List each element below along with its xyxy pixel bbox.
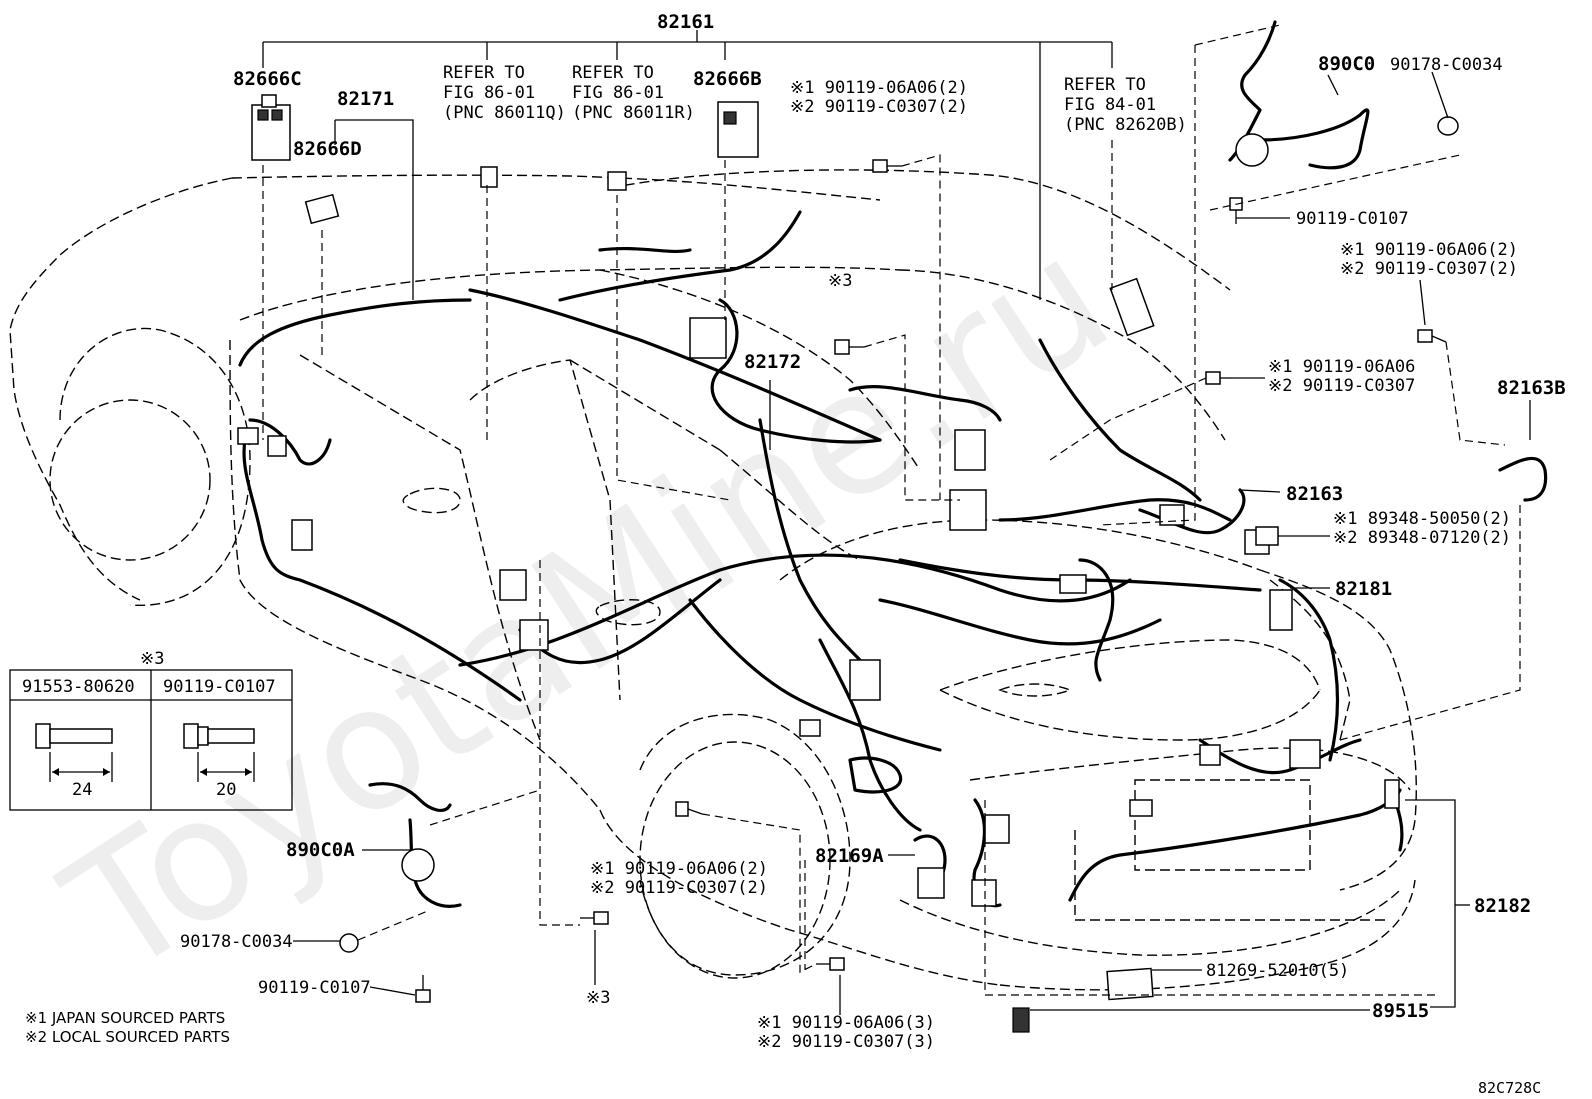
bolt-table-part-2: 90119-C0107 [163, 677, 276, 697]
bolt-note-line: ※1 90119-06A06(3) [757, 1013, 935, 1033]
bolt-table-part-1: 91553-80620 [22, 677, 135, 697]
bolt-icon [872, 159, 902, 173]
callout-82182: 82182 [1474, 895, 1531, 917]
bolt-note-line: ※2 89348-07120(2) [1333, 528, 1511, 548]
refer-block-left: REFER TO FIG 86-01 (PNC 86011Q) [443, 63, 566, 123]
bolt-table-marker: ※3 [140, 649, 164, 669]
callout-82161: 82161 [657, 11, 714, 33]
callout-82171: 82171 [337, 88, 394, 110]
bolt-note-line: ※1 90119-06A06(2) [1340, 240, 1518, 260]
bolt-note-line: ※2 90119-C0307(2) [790, 97, 968, 117]
callout-90119-C0107-bottom: 90119-C0107 [258, 978, 371, 998]
refer-block-middle: REFER TO FIG 86-01 (PNC 86011R) [572, 63, 695, 123]
refer-line: FIG 86-01 [572, 83, 664, 103]
bolts [415, 159, 1447, 1003]
callout-82666C: 82666C [233, 68, 302, 90]
callout-82169A: 82169A [815, 845, 884, 867]
diagram-code: 82C728C [1478, 1079, 1541, 1097]
callout-90119-C0107-top: 90119-C0107 [1296, 209, 1409, 229]
callout-labels: 82161 82666C 82666D 82171 82666B 82172 8… [180, 11, 1566, 1097]
leader-lines [262, 24, 1531, 1015]
bolt-note-right-middle: ※1 90119-06A06 ※2 90119-C0307 [1268, 357, 1415, 396]
bolt-note-line: ※1 90119-06A06(2) [790, 78, 968, 98]
refer-line: REFER TO [1064, 75, 1146, 95]
bolt-note-line: ※1 89348-50050(2) [1333, 509, 1511, 529]
callout-82163: 82163 [1286, 483, 1343, 505]
callout-ref3-bottom: ※3 [586, 988, 610, 1008]
bolt-drawing-1 [35, 723, 113, 782]
car-body-outline [9, 169, 1417, 991]
callout-890C0A: 890C0A [286, 839, 355, 861]
bolt-note-bottom-center: ※1 90119-06A06(3) ※2 90119-C0307(3) [757, 1013, 935, 1052]
bolt-icon [834, 339, 864, 355]
bolt-note-line: ※2 90119-C0307(2) [1340, 259, 1518, 279]
legend: ※1 JAPAN SOURCED PARTS ※2 LOCAL SOURCED … [25, 1009, 230, 1046]
refer-line: FIG 86-01 [443, 83, 535, 103]
bolt-icon [1205, 371, 1232, 385]
bolt-table: ※3 91553-80620 90119-C0107 24 20 [9, 649, 293, 811]
bolt-icon [1229, 197, 1243, 224]
refer-line: (PNC 86011R) [572, 103, 695, 123]
bolt-icon [675, 801, 703, 817]
refer-line: REFER TO [572, 63, 654, 83]
bolt-note-top-center: ※1 90119-06A06(2) ※2 90119-C0307(2) [790, 78, 968, 117]
callout-89515: 89515 [1372, 1000, 1429, 1022]
bolt-note-right-clip: ※1 89348-50050(2) ※2 89348-07120(2) [1333, 509, 1511, 548]
bolt-icon [1417, 329, 1447, 343]
bolt-note-line: ※2 90119-C0307(2) [590, 878, 768, 898]
refer-line: (PNC 86011Q) [443, 103, 566, 123]
connectors [237, 94, 1459, 1033]
callout-90178-top: 90178-C0034 [1390, 55, 1503, 75]
bolt-note-line: ※1 90119-06A06 [1268, 357, 1415, 377]
refer-line: REFER TO [443, 63, 525, 83]
bolt-icon [415, 975, 431, 1003]
legend-japan-sourced: ※1 JAPAN SOURCED PARTS [25, 1009, 225, 1027]
bolt-note-line: ※2 90119-C0307(3) [757, 1032, 935, 1052]
bolt-drawing-2 [183, 723, 255, 782]
callout-90178-bottom: 90178-C0034 [180, 932, 293, 952]
callout-890C0: 890C0 [1318, 53, 1375, 75]
legend-local-sourced: ※2 LOCAL SOURCED PARTS [25, 1028, 230, 1046]
bolt-icon [816, 957, 845, 971]
callout-82666D: 82666D [293, 138, 362, 160]
bolt-table-length-2: 20 [216, 780, 236, 800]
callout-82666B: 82666B [693, 68, 762, 90]
bolt-note-line: ※2 90119-C0307 [1268, 376, 1415, 396]
callout-ref3-top: ※3 [828, 271, 852, 291]
bolt-icon [580, 911, 609, 925]
bolt-table-length-1: 24 [72, 780, 92, 800]
refer-line: (PNC 82620B) [1064, 115, 1187, 135]
bolt-note-lower-center: ※1 90119-06A06(2) ※2 90119-C0307(2) [590, 859, 768, 898]
refer-line: FIG 84-01 [1064, 95, 1156, 115]
bolt-note-right-upper: ※1 90119-06A06(2) ※2 90119-C0307(2) [1340, 240, 1518, 279]
callout-82181: 82181 [1335, 578, 1392, 600]
refer-block-right: REFER TO FIG 84-01 (PNC 82620B) [1064, 75, 1187, 135]
wire-harnesses [238, 20, 1548, 908]
callout-82163B: 82163B [1497, 377, 1566, 399]
bolt-note-line: ※1 90119-06A06(2) [590, 859, 768, 879]
callout-82172: 82172 [744, 351, 801, 373]
callout-81269: 81269-52010(5) [1206, 961, 1349, 981]
